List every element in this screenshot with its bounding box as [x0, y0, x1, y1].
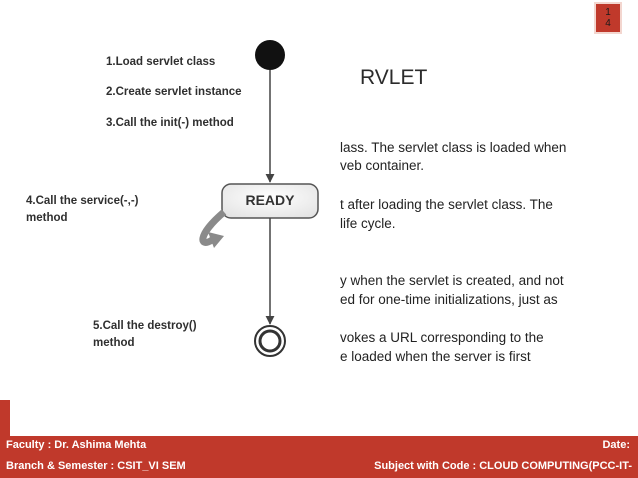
page-number-digit-1: 1	[605, 7, 611, 18]
ready-state-label: READY	[245, 192, 295, 208]
destroy-label-line-1: 5.Call the destroy()	[93, 320, 197, 332]
servlet-lifecycle-diagram: 1.Load servlet class 2.Create servlet in…	[0, 0, 340, 400]
body-text-line: ed for one-time initializations, just as	[340, 292, 558, 307]
step-create-instance: 2.Create servlet instance	[106, 86, 242, 98]
service-label-line-2: method	[26, 212, 68, 224]
body-text-line: y when the servlet is created, and not	[340, 273, 564, 288]
footer-date: Date:	[602, 439, 630, 451]
step-load-class: 1.Load servlet class	[106, 56, 216, 68]
body-text-line: life cycle.	[340, 216, 396, 231]
lifecycle-graphic	[199, 40, 319, 357]
body-text-line: t after loading the servlet class. The	[340, 197, 553, 212]
body-text-line: vokes a URL corresponding to the	[340, 330, 544, 345]
footer-subject: Subject with Code : CLOUD COMPUTING(PCC-…	[374, 460, 632, 472]
initial-state-node	[255, 40, 285, 70]
accent-bar	[0, 390, 10, 436]
step-call-destroy: 5.Call the destroy() method	[93, 318, 197, 352]
final-state-core	[258, 329, 282, 353]
service-loop-arrowhead	[208, 232, 224, 248]
footer-faculty: Faculty : Dr. Ashima Mehta	[6, 439, 147, 451]
footer-branch: Branch & Semester : CSIT_VI SEM	[6, 460, 186, 472]
slide-title: RVLET	[360, 66, 428, 89]
page-number-badge: 1 4	[594, 2, 622, 34]
footer-bar: Faculty : Dr. Ashima Mehta Date: Branch …	[0, 436, 638, 478]
body-text-line: e loaded when the server is first	[340, 349, 531, 364]
destroy-label-line-2: method	[93, 337, 135, 349]
body-text-line: veb container.	[340, 158, 425, 173]
page-number-digit-2: 4	[605, 18, 611, 29]
step-call-init: 3.Call the init(-) method	[106, 117, 234, 129]
service-loop-arrow	[199, 209, 227, 246]
step-call-service: 4.Call the service(-,-) method	[26, 193, 138, 227]
service-label-line-1: 4.Call the service(-,-)	[26, 195, 139, 207]
body-text-line: lass. The servlet class is loaded when	[340, 140, 567, 155]
